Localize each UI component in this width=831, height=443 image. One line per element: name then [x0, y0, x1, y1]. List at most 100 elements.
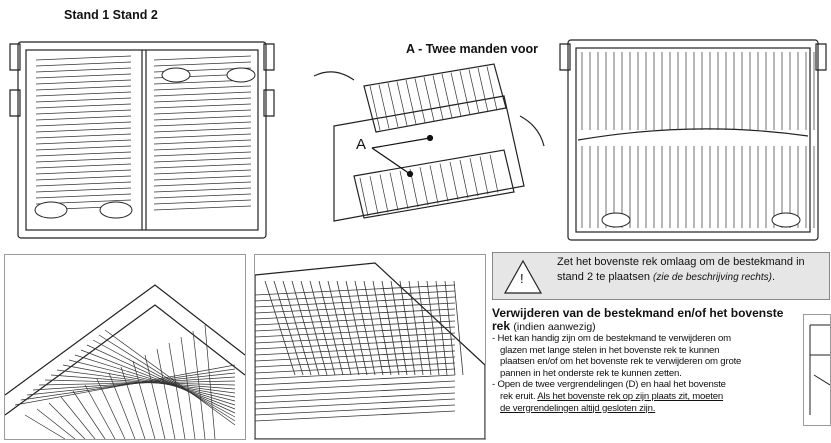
rack-line	[72, 390, 106, 439]
rack-line	[369, 176, 379, 215]
rack-line	[48, 402, 86, 439]
rack-line	[449, 161, 459, 200]
rack-line	[255, 350, 456, 362]
rack-line	[153, 55, 252, 61]
rack-line	[444, 280, 456, 376]
rack-line	[36, 408, 76, 439]
rack-line	[426, 280, 440, 376]
rack-line	[153, 169, 252, 175]
section-title-text: Verwijderen van de bestekmand en/of het …	[492, 306, 784, 333]
rack-stand-drawing	[9, 41, 275, 239]
rack-line	[255, 344, 456, 356]
latch-illustration-partial	[803, 314, 831, 426]
rack-line	[153, 127, 252, 133]
rack-line	[255, 290, 456, 302]
rack-line	[153, 85, 252, 91]
rack-line	[405, 79, 417, 125]
rack-line	[153, 151, 252, 157]
rack-line	[153, 145, 252, 151]
rack-line	[35, 163, 132, 169]
rack-line	[255, 410, 456, 422]
rack-line	[419, 167, 429, 206]
rack-line	[74, 354, 236, 406]
rack-line	[327, 280, 352, 376]
rack-line	[479, 156, 489, 195]
warning-text: Zet het bovenste rek omlaag om de bestek…	[557, 255, 827, 285]
two-baskets-illustration: A	[294, 56, 550, 226]
rack-line	[132, 360, 156, 439]
rack-line	[255, 284, 456, 296]
rack-line	[255, 368, 456, 380]
rack-line	[255, 302, 456, 314]
rack-line	[255, 356, 456, 368]
rack-line	[192, 330, 206, 439]
rack-line	[62, 364, 236, 398]
rack-line	[381, 280, 400, 376]
rack-line	[255, 332, 456, 344]
rack-line	[345, 280, 368, 376]
rack-line	[359, 177, 369, 217]
rack-line	[24, 414, 66, 439]
rack-line	[153, 199, 252, 205]
rack-line	[255, 374, 456, 386]
rack-line	[264, 280, 296, 376]
rack-line	[153, 139, 252, 145]
rack-line	[414, 78, 426, 123]
rack-line	[153, 187, 252, 193]
warning-end: .	[771, 271, 776, 283]
rack-line	[35, 97, 132, 103]
rack-line	[336, 280, 360, 376]
item2-line2: rek eruit. Als het bovenste rek op zijn …	[492, 391, 797, 403]
item2-line2b: Als het bovenste rek op zijn plaats zit,…	[537, 390, 724, 402]
rack-line	[60, 396, 96, 439]
rack-line	[153, 157, 252, 163]
item2-line1: - Open de twee vergrendelingen (D) en ha…	[492, 379, 726, 391]
rack-line	[68, 359, 236, 402]
section-title-note: (indien aanwezig)	[513, 321, 596, 333]
rack-line	[429, 165, 439, 204]
section-body: - Het kan handig zijn om de bestekmand t…	[492, 333, 797, 414]
rack-line	[255, 386, 456, 398]
rack-line	[459, 159, 469, 199]
rack-line	[86, 344, 236, 414]
rack-line	[168, 342, 186, 439]
rack-line	[255, 320, 456, 332]
rack-line	[477, 67, 489, 113]
rack-line	[153, 61, 252, 67]
rack-line	[255, 296, 456, 308]
rack-line	[35, 73, 132, 79]
rack-line	[35, 109, 132, 115]
item1-line4: pannen in het onderste rek te kunnen zet…	[500, 367, 682, 379]
rack-closeup-1	[4, 254, 246, 440]
rack-line	[153, 115, 252, 121]
rack-line	[35, 181, 132, 187]
rack-line	[255, 398, 456, 410]
rack-line	[35, 55, 132, 61]
rack-line	[291, 280, 320, 376]
rack-line	[44, 379, 236, 386]
rack-line	[104, 329, 236, 426]
warning-main-text: Zet het bovenste rek omlaag om de bestek…	[557, 256, 805, 283]
rack-line	[153, 163, 252, 169]
rack-line	[35, 67, 132, 73]
rack-line	[439, 163, 449, 202]
rack-line	[35, 91, 132, 97]
rack-line	[35, 133, 132, 139]
rack-line	[469, 158, 479, 197]
rack-line	[255, 308, 456, 320]
rack-illustration-stand	[6, 30, 278, 246]
rack-line	[153, 181, 252, 187]
stand-labels: Stand 1 Stand 2	[64, 8, 158, 22]
warning-triangle-icon	[503, 259, 543, 294]
rack-closeup-2	[254, 254, 486, 440]
rack-line	[255, 380, 456, 392]
rack-line	[92, 339, 236, 418]
item1-line3: plaatsen en/of om het bovenste rek te ve…	[500, 356, 742, 368]
rack-line	[282, 280, 312, 376]
rack-top-drawing	[559, 39, 827, 241]
rack-line	[435, 280, 448, 376]
rack-line	[35, 115, 132, 121]
rack-line	[153, 193, 252, 199]
rack-closeup-1-drawing	[5, 284, 245, 439]
rack-line	[144, 354, 166, 439]
